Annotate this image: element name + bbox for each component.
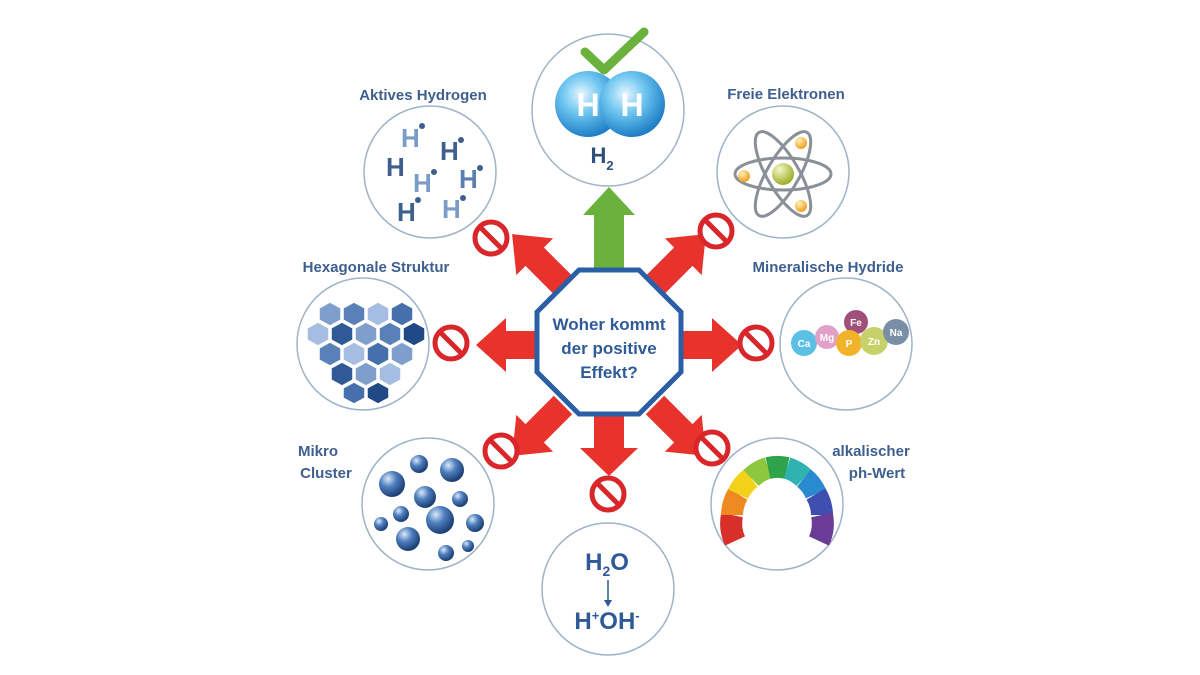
svg-text:Zn: Zn [868, 337, 880, 348]
ion-plus: + [592, 608, 600, 623]
ion-minus: - [635, 608, 639, 623]
svg-text:P: P [846, 339, 853, 350]
center-line-2: der positive [561, 339, 656, 358]
arrow-up-green [583, 187, 635, 273]
electron [795, 137, 807, 149]
center-line-3: Effekt? [580, 363, 638, 382]
label-aktives-hydrogen: Aktives Hydrogen [359, 87, 487, 104]
svg-text:H: H [459, 164, 478, 194]
svg-text:H: H [401, 123, 420, 153]
svg-text:Ca: Ca [798, 339, 811, 350]
spheres-icon [374, 455, 484, 561]
ban-icon-h2o [592, 478, 624, 510]
checkmark-icon [580, 27, 649, 75]
hydrogen-dots [415, 123, 483, 203]
label-mineralische-hydride: Mineralische Hydride [753, 259, 904, 276]
h-atom-left-letter: H [576, 87, 599, 123]
arrow-up-left-red [512, 234, 573, 295]
ban-icon-freie-elektronen [700, 215, 732, 247]
node-hexagonale-struktur: Hexagonale Struktur [296, 259, 450, 411]
label-alkalischer-ph-line-2: ph-Wert [849, 465, 905, 482]
svg-text:Fe: Fe [850, 318, 862, 329]
node-freie-elektronen: Freie Elektronen [716, 86, 850, 239]
atom-icon [733, 130, 833, 218]
node-mikro-cluster: Mikro Cluster [298, 437, 495, 571]
ban-icon-alkalischer-ph [696, 432, 728, 464]
hydrogen-letters-icon: H H H H H H H [386, 123, 478, 227]
center-octagon: Woher kommt der positive Effekt? [534, 267, 684, 417]
label-alkalischer-ph-line-1: alkalischer [832, 443, 910, 460]
center-line-1: Woher kommt [552, 315, 665, 334]
mineral-balls-icon: Ca Mg Fe P Zn Na [791, 310, 909, 356]
svg-text:H2: H2 [590, 143, 613, 173]
svg-text:H: H [413, 168, 432, 198]
svg-text:H: H [442, 194, 461, 224]
arrows [476, 187, 742, 476]
svg-text:Na: Na [890, 328, 903, 339]
arrow-up-right-red [645, 234, 706, 295]
h2-formula: H [590, 143, 606, 168]
svg-text:H+OH-: H+OH- [574, 608, 639, 635]
ion-oh: OH [599, 608, 635, 635]
ban-icon-mikro-cluster [485, 435, 517, 467]
h-atom-right [599, 71, 665, 137]
arrow-left-red [476, 318, 538, 372]
node-mineralische-hydride: Mineralische Hydride Ca Mg Fe P Zn Na [753, 259, 913, 411]
arrow-right-red [680, 318, 742, 372]
hexagon-cluster-icon [306, 301, 426, 405]
h2o-h: H [585, 549, 602, 576]
arrow-down-left-red [512, 395, 573, 456]
label-mikro-cluster-line-2: Cluster [300, 465, 352, 482]
atom-nucleus [772, 163, 794, 185]
h-atom-right-letter: H [620, 87, 643, 123]
svg-text:H: H [440, 136, 459, 166]
node-aktives-hydrogen: Aktives Hydrogen H H H H H H H [359, 87, 497, 239]
ion-h: H [574, 608, 591, 635]
h2o-o: O [610, 549, 629, 576]
electron [738, 170, 750, 182]
electron [795, 200, 807, 212]
ban-icon-aktives-hydrogen [475, 222, 507, 254]
label-hexagonale-struktur: Hexagonale Struktur [303, 259, 450, 276]
label-freie-elektronen: Freie Elektronen [727, 86, 845, 103]
label-mikro-cluster-line-1: Mikro [298, 443, 338, 460]
dissociation-arrow-icon [604, 580, 612, 607]
svg-text:H2O: H2O [585, 549, 629, 579]
h2-subscript: 2 [606, 158, 613, 173]
ban-icon-hexagonale-struktur [435, 327, 467, 359]
ban-icon-mineralische-hydride [740, 327, 772, 359]
ph-scale-icon [720, 455, 834, 546]
h2o-sub: 2 [602, 563, 610, 579]
arrow-down-red [580, 414, 638, 476]
node-h2o: H2O H+OH- [541, 522, 675, 656]
svg-text:H: H [386, 152, 405, 182]
node-alkalischer-ph: alkalischer ph-Wert [710, 437, 910, 571]
svg-text:H: H [397, 197, 416, 227]
svg-text:Mg: Mg [820, 333, 834, 344]
node-h2: H H H2 [531, 27, 685, 187]
arrow-down-right-red [645, 395, 706, 456]
